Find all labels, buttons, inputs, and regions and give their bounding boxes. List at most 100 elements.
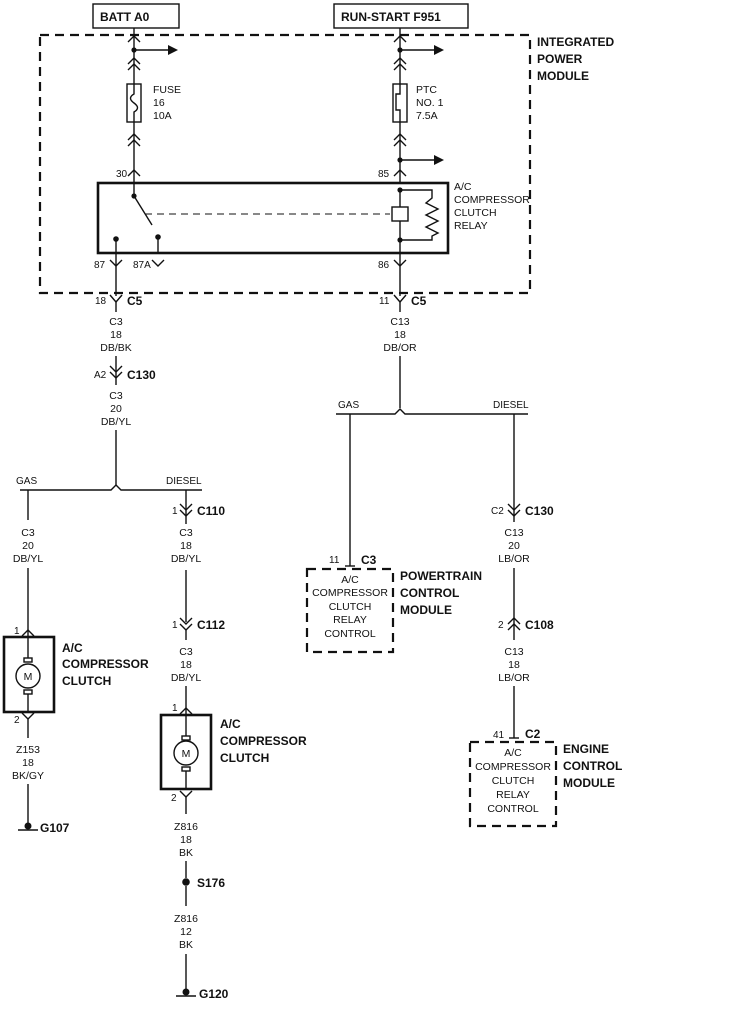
diesel-w1-circuit: C3 [179, 527, 193, 539]
ecm-w2-gauge: 18 [508, 659, 520, 671]
diesel-clutch-pin1: 1 [172, 703, 178, 714]
diesel-w2-gauge: 18 [180, 659, 192, 671]
pcm-box-5: CONTROL [324, 628, 375, 640]
fuse-label-1: FUSE [153, 84, 181, 96]
diesel-ground-wire-2: Z816 12 BK [174, 886, 198, 990]
gas-clutch-pin2: 2 [14, 715, 20, 726]
pcm-box-2: COMPRESSOR [312, 587, 388, 599]
diesel-wire-2-label: C3 18 DB/YL 1 [171, 646, 201, 715]
pcm-wire: 11 C3 [329, 414, 377, 567]
integrated-power-module: INTEGRATED POWER MODULE [38, 33, 614, 295]
diesel-wire-1-label: C3 18 DB/YL [170, 524, 202, 570]
run-start-label: RUN-START F951 [341, 10, 441, 24]
ecm-box-1: A/C [504, 747, 522, 759]
splice-s176: S176 [182, 876, 225, 890]
left-c5-pin: 18 [95, 296, 107, 307]
pcm-label-3: MODULE [400, 603, 452, 617]
ecm-c108-connector: 2 C108 [498, 617, 554, 632]
ecm-box-3: CLUTCH [492, 775, 535, 787]
c110-label: C110 [197, 504, 225, 518]
right-c5-connector: 11 C5 [379, 294, 427, 312]
splice-s176-label: S176 [197, 876, 225, 890]
ecm-box-4: RELAY [496, 789, 530, 801]
c108-label: C108 [525, 618, 554, 632]
diesel-clutch-label-2: COMPRESSOR [220, 734, 307, 748]
right-c5-label: C5 [411, 294, 427, 308]
left-c5-label: C5 [127, 294, 143, 308]
gas-gw-color: BK/GY [12, 770, 44, 782]
right-gas-diesel-split: GAS DIESEL [336, 356, 529, 415]
ecm-c130-label: C130 [525, 504, 554, 518]
left-diesel-label: DIESEL [166, 476, 202, 487]
left-c5-connector: 18 C5 [95, 294, 143, 312]
powertrain-control-module: A/C COMPRESSOR CLUTCH RELAY CONTROL POWE… [305, 567, 482, 654]
ptc-label-1: PTC [416, 84, 437, 96]
left-w1-color: DB/BK [100, 342, 132, 354]
pcm-box-1: A/C [341, 574, 359, 586]
ecm-wire-1-label: C13 20 LB/OR [498, 527, 530, 640]
left-w2-circuit: C3 [109, 390, 123, 402]
ecm-label-2: CONTROL [563, 759, 622, 773]
ecm-w1-circuit: C13 [504, 527, 523, 539]
diesel-c112-connector: 1 C112 [172, 617, 225, 640]
diesel-w2-circuit: C3 [179, 646, 193, 658]
diesel-clutch-label-3: CLUTCH [220, 751, 269, 765]
diesel-gw2-gauge: 12 [180, 926, 192, 938]
left-w2-gauge: 20 [110, 403, 122, 415]
relay-label-2: COMPRESSOR [454, 194, 530, 206]
left-gas-diesel-split: GAS DIESEL [16, 430, 202, 491]
diesel-clutch-label-1: A/C [220, 717, 241, 731]
ecm-connector: C2 [525, 727, 541, 741]
diesel-ground-wire: 2 Z816 18 BK [171, 790, 198, 878]
left-w1-gauge: 18 [110, 329, 122, 341]
ecm-pin: 41 [493, 730, 505, 741]
gas-ground-wire: 2 Z153 18 BK/GY [12, 712, 44, 824]
pcm-label-1: POWERTRAIN [400, 569, 482, 583]
ptc-label-2: NO. 1 [416, 97, 444, 109]
batt-label: BATT A0 [100, 10, 150, 24]
left-wire-2-label: C3 20 DB/YL [101, 390, 132, 428]
diesel-gw2-color: BK [179, 939, 193, 951]
relay-label-3: CLUTCH [454, 207, 497, 219]
fuse-16: FUSE 16 10A [126, 83, 181, 123]
ecm-w2-color: LB/OR [498, 672, 530, 684]
diesel-w1-color: DB/YL [171, 553, 202, 565]
ac-compressor-clutch-relay: A/C COMPRESSOR CLUTCH RELAY [96, 181, 530, 255]
fuse-label-2: 16 [153, 97, 165, 109]
gas-w-color: DB/YL [13, 553, 44, 565]
ipm-label-2: POWER [537, 52, 583, 66]
ecm-box-5: CONTROL [487, 803, 538, 815]
c112-label: C112 [197, 618, 225, 632]
ecm-label-3: MODULE [563, 776, 615, 790]
gas-branch-wire: C3 20 DB/YL 1 [13, 490, 44, 637]
right-w1-circuit: C13 [390, 316, 409, 328]
ptc-label-3: 7.5A [416, 110, 438, 122]
c110-pin: 1 [172, 506, 178, 517]
ground-g107: G107 [18, 821, 70, 835]
ecm-label-1: ENGINE [563, 742, 609, 756]
right-w1-gauge: 18 [394, 329, 406, 341]
ptc-to-relay-wire: 85 [378, 122, 444, 183]
gas-w-circuit: C3 [21, 527, 35, 539]
ground-g107-label: G107 [40, 821, 70, 835]
diesel-gw1-gauge: 18 [180, 834, 192, 846]
relay-output-87: 87 87A [94, 253, 165, 296]
ecm-box-2: COMPRESSOR [475, 761, 551, 773]
diesel-clutch-pin2: 2 [171, 793, 177, 804]
diesel-gw1-circuit: Z816 [174, 821, 198, 833]
left-w2-color: DB/YL [101, 416, 132, 428]
pcm-pin: 11 [329, 555, 340, 566]
gas-ac-compressor-clutch: M A/C COMPRESSOR CLUTCH [2, 635, 149, 714]
run-start-source: RUN-START F951 [333, 3, 469, 29]
gas-w-gauge: 20 [22, 540, 34, 552]
pin-86: 86 [378, 260, 390, 271]
diesel-ac-compressor-clutch: M A/C COMPRESSOR CLUTCH [159, 713, 307, 791]
right-w1-color: DB/OR [383, 342, 417, 354]
pin-30: 30 [116, 169, 128, 180]
relay-output-86: 86 [378, 253, 407, 296]
pcm-box-4: RELAY [333, 614, 367, 626]
ground-g120-label: G120 [199, 987, 229, 1001]
right-gas-label: GAS [338, 400, 359, 411]
ground-g120: G120 [176, 987, 229, 1001]
